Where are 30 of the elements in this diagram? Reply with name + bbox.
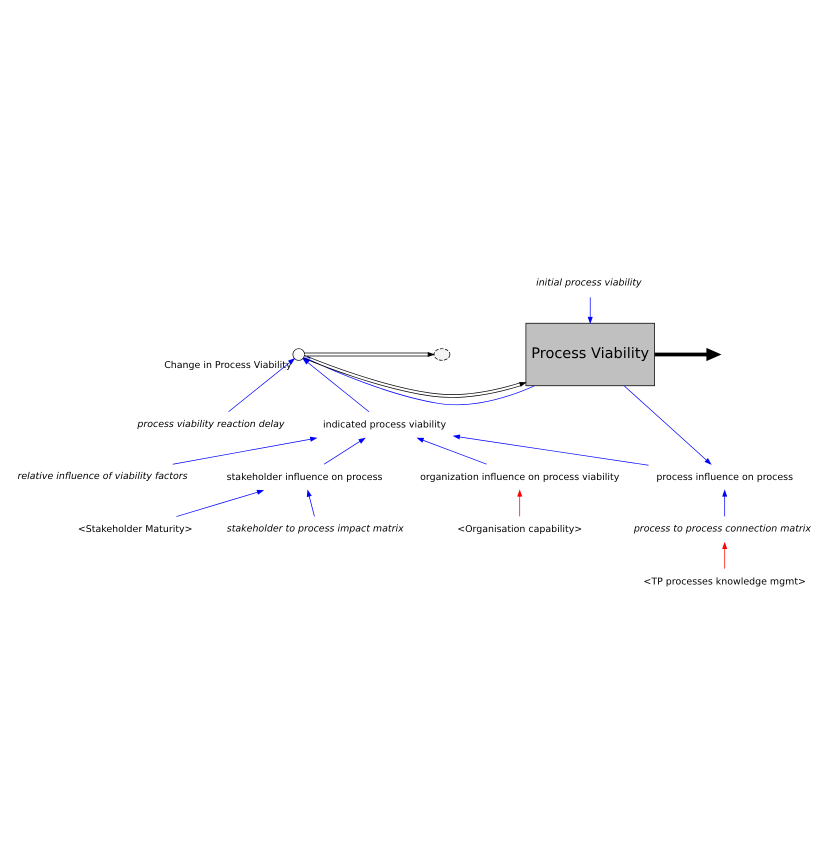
node-circle: [292, 348, 305, 360]
node-box: Process Viability: [526, 322, 655, 386]
node-text: process viability reaction delay: [137, 418, 285, 430]
arrow: [588, 296, 593, 324]
node-text: indicated process viability: [322, 418, 446, 430]
node-text: stakeholder to process impact matrix: [226, 522, 404, 534]
node-text: relative influence of viability factors: [17, 470, 188, 482]
node-text: process to process connection matrix: [634, 522, 812, 534]
arrow: [722, 488, 728, 516]
arrow: [302, 358, 370, 412]
node-text: initial process viability: [536, 277, 642, 288]
arrow: [176, 489, 264, 516]
arrow: [416, 437, 487, 464]
arrow: [517, 488, 522, 516]
arrow: [228, 358, 296, 412]
node-text: <Organisation capability>: [457, 524, 582, 535]
arrow: [452, 434, 649, 466]
arrow: [306, 488, 315, 516]
arrow: [722, 541, 728, 569]
node-cloud: [434, 348, 450, 360]
node-text: <TP processes knowledge mgmt>: [643, 576, 806, 587]
node-text: <Stakeholder Maturity>: [78, 524, 193, 535]
arrow: [654, 347, 722, 361]
arrow: [172, 436, 318, 464]
arrow: [624, 385, 712, 464]
arrow: [304, 351, 435, 357]
node-text: organization influence on process viability: [420, 471, 620, 482]
node-text: stakeholder influence on process: [226, 471, 382, 482]
node-text: process influence on process: [656, 471, 793, 482]
arrow: [324, 437, 366, 464]
